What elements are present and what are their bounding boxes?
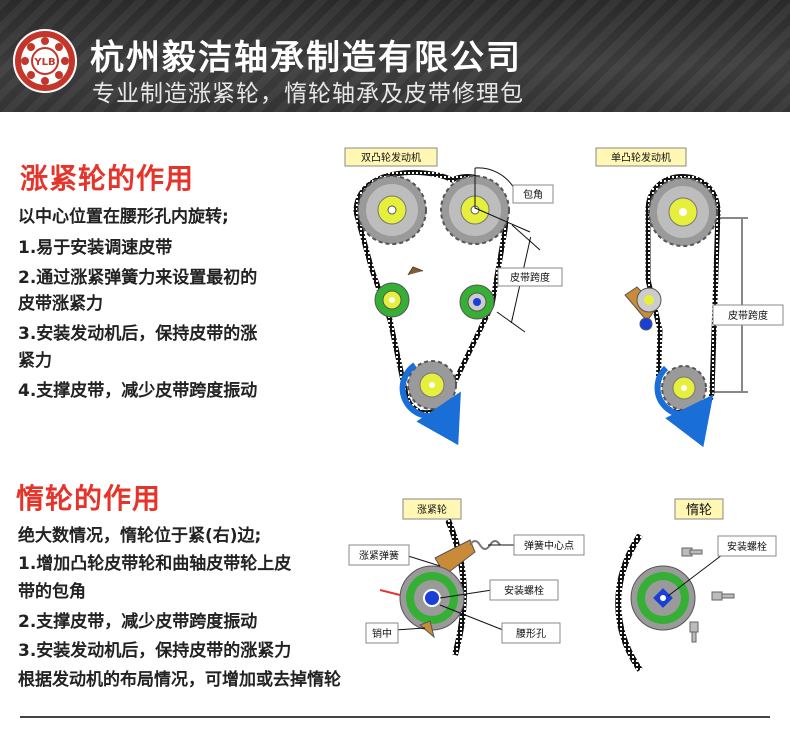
bolt-label-box xyxy=(489,579,559,601)
spring-icon xyxy=(469,540,501,550)
idler-detail-tag: 惰轮 xyxy=(686,503,712,518)
cam-gear-right xyxy=(440,175,510,245)
single-cam-gear xyxy=(648,177,718,247)
double-cam-tag: 双凸轮发动机 xyxy=(361,151,421,164)
spring-center-label: 弹簧中心点 xyxy=(524,539,574,552)
single-crank-gear xyxy=(654,365,714,448)
wrap-angle-label: 包角 xyxy=(523,188,543,201)
slot-label: 腰形孔 xyxy=(516,628,546,640)
single-tensioner-wheel xyxy=(624,286,662,331)
footer-divider xyxy=(20,716,770,718)
single-belt-span-label: 皮带跨度 xyxy=(728,309,768,322)
double-cam-diagram: 双凸轮发动机 xyxy=(344,147,563,446)
company-name: 杭州毅洁轴承制造有限公司 xyxy=(90,38,522,78)
tensioner-detail-tag-box xyxy=(402,498,462,520)
idler-line: 3.安装发动机后，保持皮带的涨紧力 xyxy=(18,641,292,661)
double-cam-tag-box xyxy=(344,147,438,167)
bolt-label: 安装螺栓 xyxy=(504,584,544,597)
idler-detail-belt xyxy=(615,533,643,672)
spring-center-label-box xyxy=(513,534,585,556)
idler-line: 带的包角 xyxy=(18,582,86,602)
company-slogan: 专业制造涨紧轮，惰轮轴承及皮带修理包 xyxy=(92,81,524,107)
idler-bolt-label-box xyxy=(717,535,777,557)
tensioner-line: 1.易于安装调速皮带 xyxy=(18,238,173,258)
tensioner-wheel xyxy=(374,266,424,318)
idler-wheel xyxy=(459,284,495,320)
tensioner-line: 4.支撑皮带，减少皮带跨度振动 xyxy=(18,381,258,401)
idler-detail-diagram: 惰轮 安装螺栓 xyxy=(615,498,777,672)
logo-text: YLB xyxy=(33,57,55,68)
tensioner-detail-diagram: 涨紧轮 涨紧弹簧 弹簧中心点 安装螺栓 销中 腰形孔 xyxy=(348,498,585,656)
bolt-icon xyxy=(681,547,735,643)
idler-line: 2.支撑皮带，减少皮带跨度振动 xyxy=(18,612,258,632)
tensioner-line: 皮带涨紧力 xyxy=(18,294,103,314)
wrap-angle-box xyxy=(512,184,554,204)
tensioner-line: 紧力 xyxy=(18,351,52,371)
rotation-arrow-icon xyxy=(399,362,461,446)
double-belt-span-box xyxy=(497,267,563,287)
idler-section-title: 惰轮的作用 xyxy=(16,482,162,515)
spring-label-box xyxy=(348,544,410,566)
tensioner-line: 2.通过涨紧弹簧力来设置最初的 xyxy=(18,268,258,288)
cam-gear-left xyxy=(357,175,427,245)
pin-icon xyxy=(419,620,435,639)
crank-gear xyxy=(399,360,461,446)
idler-line: 根据发动机的布局情况，可增加或去掉惰轮 xyxy=(18,670,341,690)
tensioner-section-title: 涨紧轮的作用 xyxy=(20,162,195,195)
spring-label: 涨紧弹簧 xyxy=(359,549,399,562)
bearing-logo-icon: YLB xyxy=(13,29,77,93)
single-belt-span-box xyxy=(712,304,784,326)
header-banner: YLB 杭州毅洁轴承制造有限公司 专业制造涨紧轮，惰轮轴承及皮带修理包 xyxy=(0,0,790,112)
single-cam-tag: 单凸轮发动机 xyxy=(611,151,671,164)
tensioner-detail-tag: 涨紧轮 xyxy=(417,503,447,516)
double-belt-span-label: 皮带跨度 xyxy=(510,271,550,284)
pin-label: 销中 xyxy=(372,627,392,640)
idler-detail-tag-box xyxy=(674,498,724,520)
slot-label-box xyxy=(501,622,561,644)
header-texture xyxy=(0,0,790,112)
idler-line: 1.增加凸轮皮带轮和曲轴皮带轮上皮 xyxy=(18,554,292,574)
idler-bolt-label: 安装螺栓 xyxy=(727,540,767,553)
tensioner-line: 以中心位置在腰形孔内旋转; xyxy=(18,207,229,227)
idler-line: 绝大数情况，惰轮位于紧(右)边; xyxy=(18,526,262,546)
single-rotation-arrow-icon xyxy=(654,365,714,448)
tensioner-line: 3.安装发动机后，保持皮带的涨 xyxy=(18,324,258,344)
single-cam-diagram: 单凸轮发动机 皮带跨度 xyxy=(595,147,784,448)
pin-label-box xyxy=(365,622,399,644)
tensioner-detail-belt xyxy=(445,518,467,656)
single-cam-tag-box xyxy=(595,147,687,167)
